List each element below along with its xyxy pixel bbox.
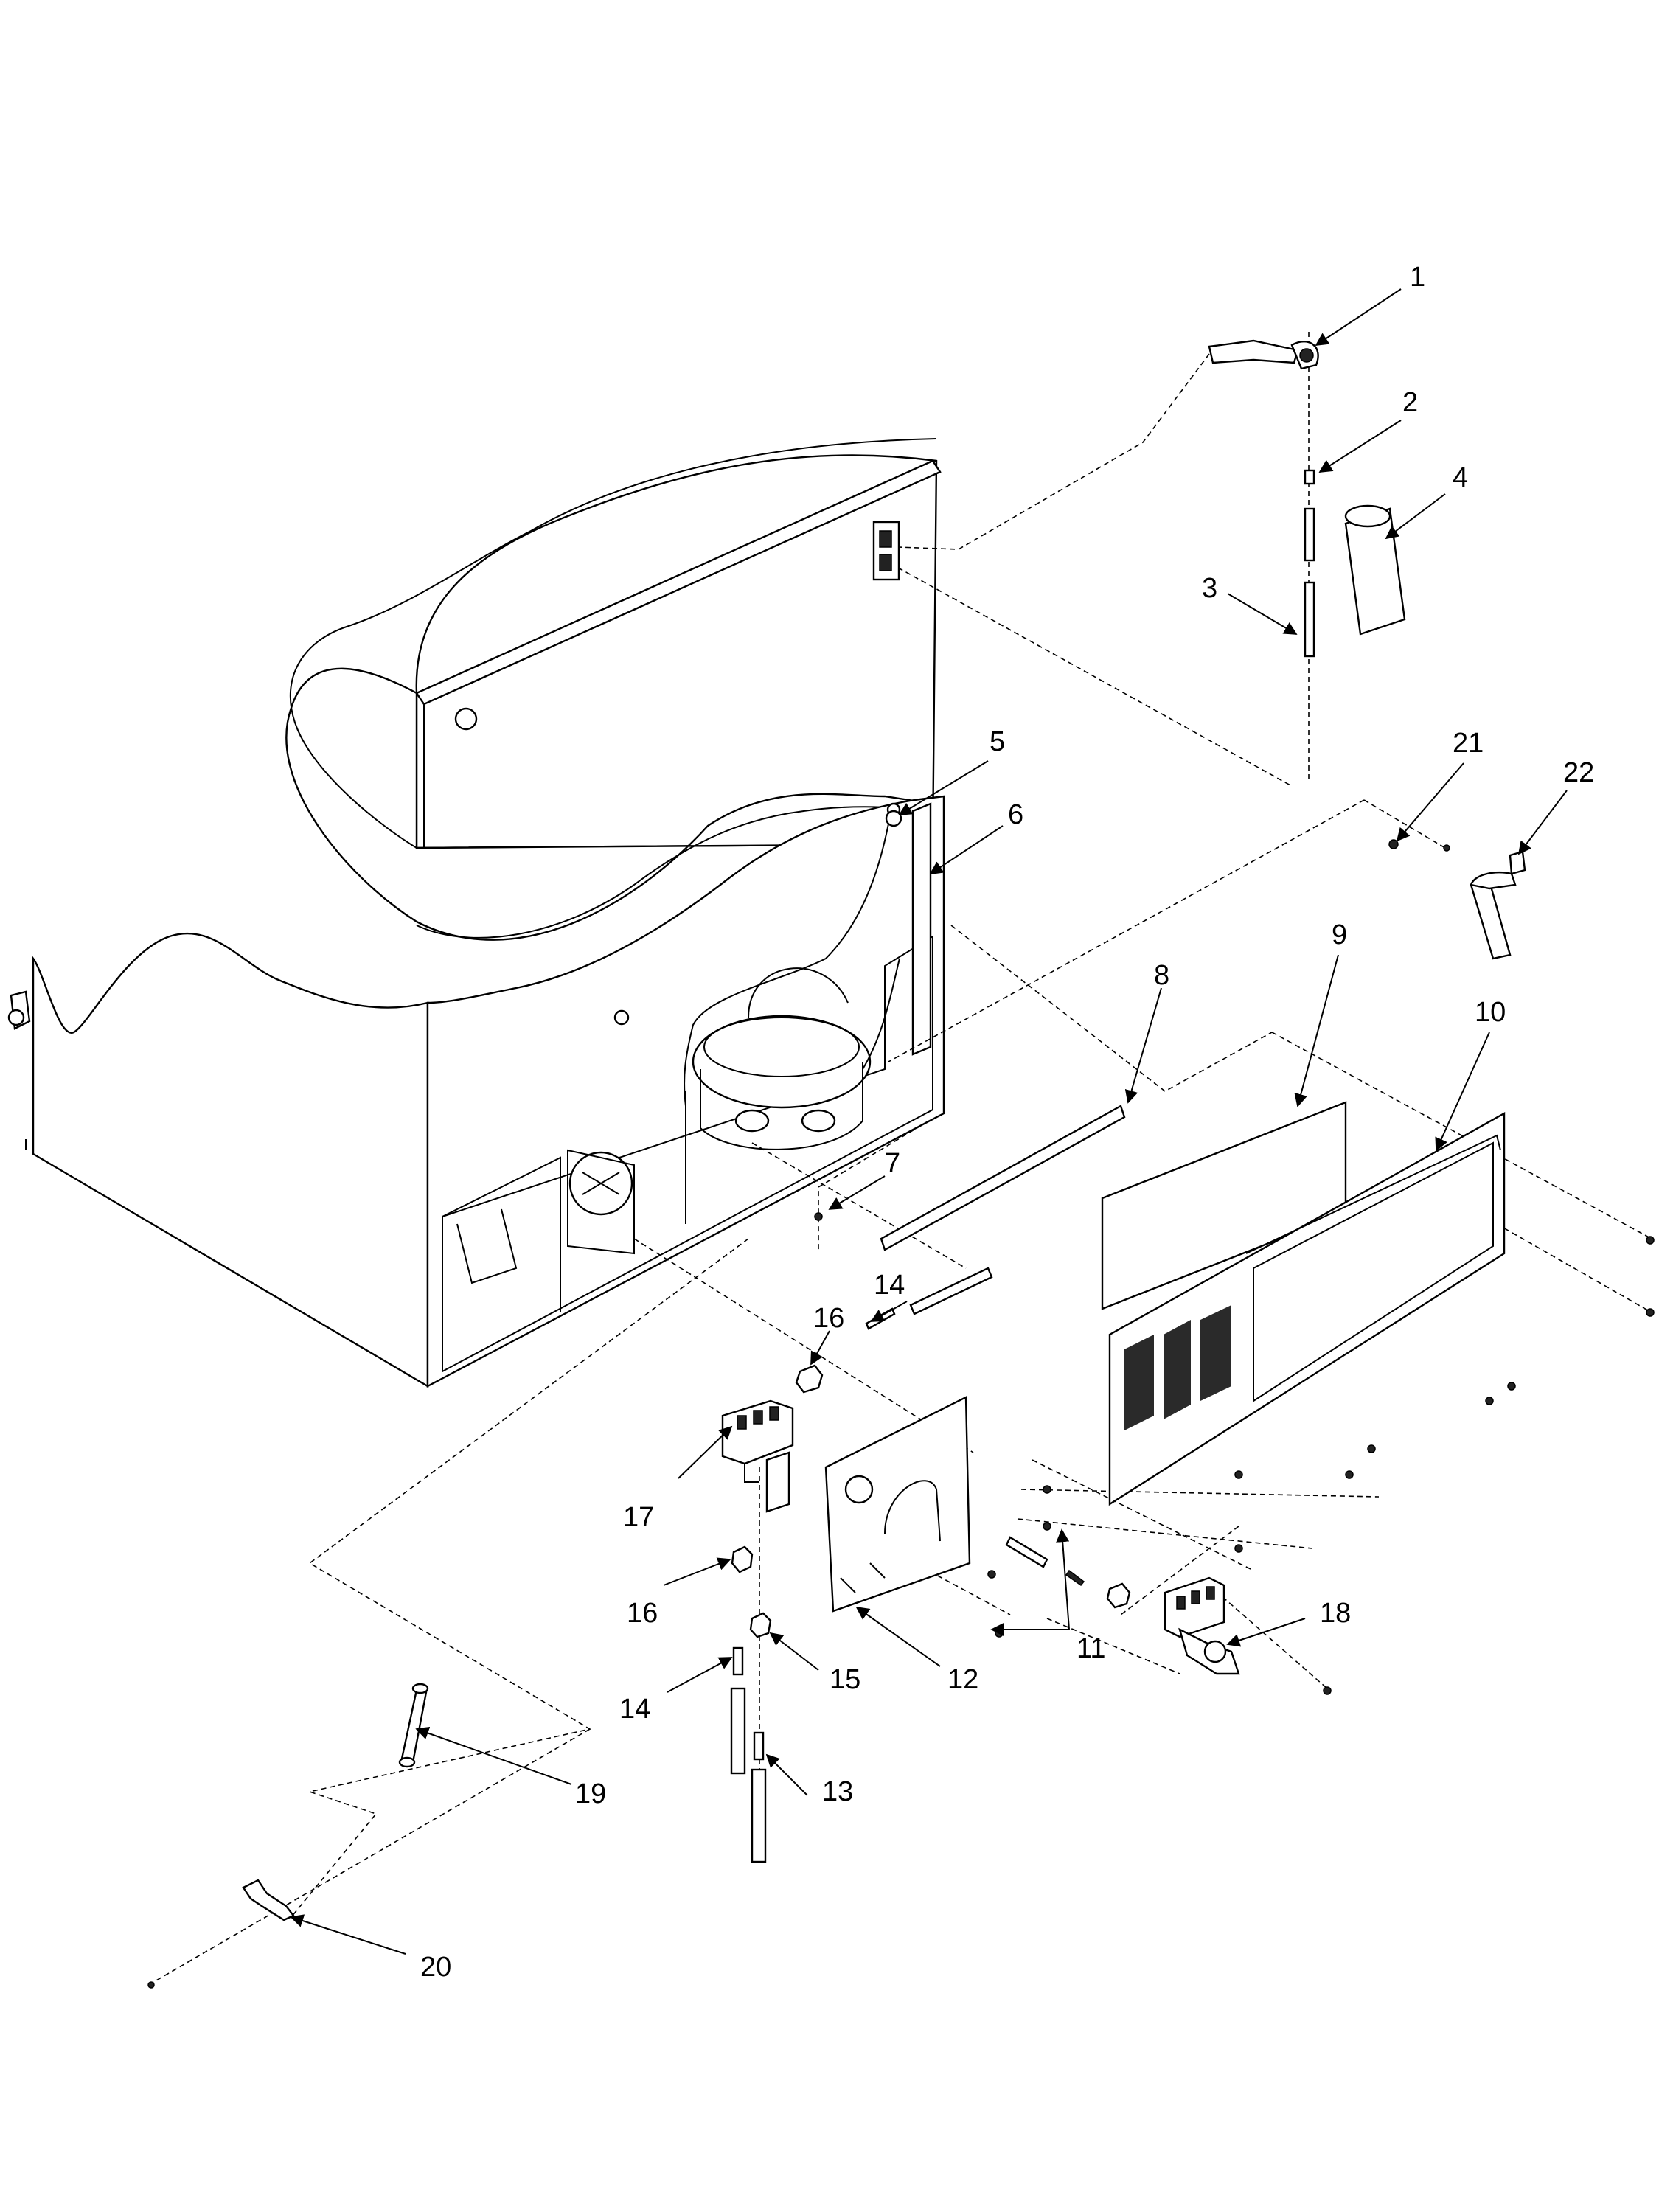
part-1-bracket [1208,339,1319,370]
refrigerator-cabinet [7,438,945,1388]
part-13-pin [751,1731,767,1863]
part-21-screw [1388,839,1399,849]
part-15-nut [749,1612,772,1638]
callout-22: 22 [1563,757,1594,788]
callout-13: 13 [822,1776,853,1807]
callout-12: 12 [947,1664,978,1695]
callout-labels: 1 2 3 4 5 6 7 8 9 10 11 12 13 14 14 15 1… [420,262,1594,1983]
part-19-filter [398,1683,429,1768]
part-16-nut-upper [795,1364,824,1394]
grille-screws [1234,1236,1655,1553]
part-22-elbow-tube [1470,850,1526,960]
callout-16-lower: 16 [627,1598,658,1629]
part-7-screw [814,1212,823,1221]
part-10-grille [1108,1111,1506,1506]
callout-20: 20 [420,1952,451,1983]
callout-11: 11 [1077,1633,1105,1664]
callout-14-lower: 14 [619,1694,650,1725]
part-16-nut-lower [731,1545,754,1573]
callout-9: 9 [1332,919,1347,950]
callout-7: 7 [885,1148,900,1179]
part-2-fitting [1304,469,1315,485]
tube-segment [1005,1536,1048,1568]
callout-1: 1 [1410,262,1425,293]
callout-15: 15 [830,1664,860,1695]
compressor [692,958,900,1150]
part-20-bracket [147,1879,295,1989]
part-12-mounting-bracket [824,1396,971,1613]
callout-10: 10 [1475,997,1506,1028]
callout-2: 2 [1402,387,1418,418]
callout-6: 6 [1008,799,1023,830]
callout-17: 17 [623,1502,654,1533]
callout-19: 19 [575,1778,606,1809]
condenser-fan [567,1149,635,1255]
callout-14-upper: 14 [874,1270,905,1301]
part-14-pin-lower [730,1646,746,1775]
callout-5: 5 [990,726,1005,757]
assembly-lines [150,332,1652,1984]
callout-3: 3 [1202,573,1217,604]
part-5-fitting [885,810,902,827]
callout-21: 21 [1453,728,1484,759]
callout-16-upper: 16 [813,1303,844,1334]
callout-8: 8 [1154,960,1169,991]
callout-4: 4 [1453,462,1468,493]
callout-leaders [290,288,1568,1955]
nut-near-18 [1106,1582,1131,1609]
part-17-water-valve [721,1399,794,1513]
part-4-insulation-sleeve [1344,504,1406,636]
callout-18: 18 [1320,1598,1351,1629]
part-8-trim-strip [880,1105,1126,1251]
part-3-tube [1304,507,1315,658]
part-18-water-valve [1164,1576,1240,1675]
